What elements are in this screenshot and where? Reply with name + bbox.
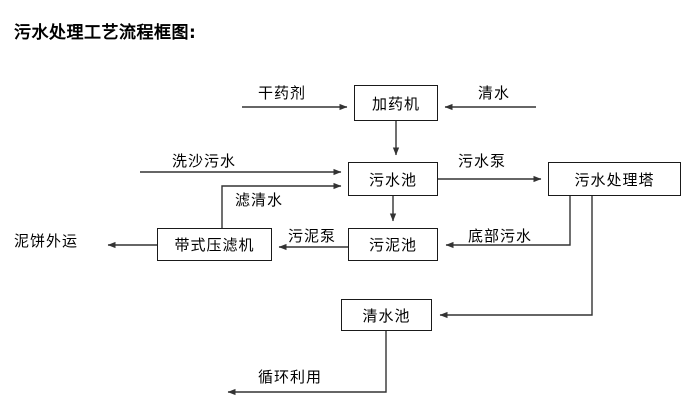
node-dosing-machine[interactable]: 加药机: [354, 85, 438, 121]
line-recycle: [227, 331, 387, 396]
line-filtered-water: [221, 182, 342, 228]
label-sand-wash-water: 洗沙污水: [172, 152, 237, 170]
node-label: 污泥池: [368, 236, 417, 254]
node-label: 带式压滤机: [174, 236, 255, 254]
node-belt-filter-press[interactable]: 带式压滤机: [157, 228, 272, 261]
line-bottom-sewage: [445, 196, 571, 249]
label-recycle-reuse: 循环利用: [258, 368, 323, 386]
node-treatment-tower[interactable]: 污水处理塔: [548, 162, 681, 196]
node-label: 清水池: [362, 306, 411, 325]
page-title: 污水处理工艺流程框图:: [14, 23, 197, 43]
node-label: 污水池: [368, 170, 417, 189]
node-clear-water-pool[interactable]: 清水池: [341, 299, 432, 331]
label-dry-chemical: 干药剂: [258, 84, 307, 102]
node-wastewater-pool[interactable]: 污水池: [348, 162, 438, 196]
label-sludge-pump: 污泥泵: [288, 227, 337, 245]
line-tower-to-clear-pool: [439, 196, 593, 319]
label-filtered-water: 滤清水: [235, 191, 284, 209]
label-bottom-sewage: 底部污水: [468, 227, 533, 245]
label-clean-water: 清水: [478, 84, 511, 102]
label-sewage-pump: 污水泵: [458, 152, 507, 170]
node-label: 加药机: [371, 94, 420, 113]
label-mud-cake-transport: 泥饼外运: [14, 232, 79, 250]
node-sludge-pool[interactable]: 污泥池: [348, 228, 438, 261]
node-label: 污水处理塔: [574, 170, 655, 189]
